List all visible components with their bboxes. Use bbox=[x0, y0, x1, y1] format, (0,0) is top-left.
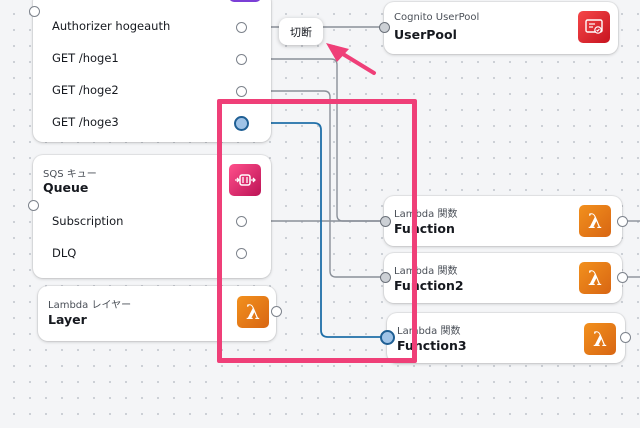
dlq-output-port[interactable] bbox=[236, 248, 247, 259]
function-card-title: Function bbox=[394, 221, 455, 236]
pointer-arrow-icon bbox=[326, 43, 376, 75]
sqs-card-title: Queue bbox=[43, 180, 89, 195]
lambda-icon: λ bbox=[579, 262, 611, 294]
api-row-get-hoge3: GET /hoge3 bbox=[52, 115, 119, 129]
function3-input-port[interactable] bbox=[380, 330, 395, 345]
function3-output-port[interactable] bbox=[620, 332, 631, 343]
function2-card-type: Lambda 関数 bbox=[394, 266, 458, 277]
function-card-type: Lambda 関数 bbox=[394, 209, 458, 220]
lambda-function-card-1[interactable]: Lambda 関数 Function λ bbox=[384, 196, 622, 246]
lambda-icon: λ bbox=[584, 323, 616, 355]
function-input-port[interactable] bbox=[380, 216, 391, 227]
sqs-input-port[interactable] bbox=[28, 200, 39, 211]
highlight-box bbox=[217, 99, 417, 363]
hoge2-output-port[interactable] bbox=[236, 86, 247, 97]
api-row-authorizer: Authorizer hogeauth bbox=[52, 19, 171, 33]
cognito-userpool-icon bbox=[578, 11, 610, 43]
api-card-icon bbox=[229, 0, 261, 2]
lambda-icon: λ bbox=[237, 296, 269, 328]
wire-hoge3-function3-selected[interactable] bbox=[242, 122, 386, 338]
layer-card-title: Layer bbox=[48, 312, 87, 327]
layer-card-type: Lambda レイヤー bbox=[48, 300, 132, 311]
lambda-layer-card[interactable]: Lambda レイヤー Layer λ bbox=[38, 286, 276, 341]
wire-hoge2-function2[interactable] bbox=[242, 90, 386, 278]
api-card-input-port[interactable] bbox=[29, 6, 40, 17]
cognito-userpool-card[interactable]: Cognito UserPool UserPool bbox=[384, 2, 618, 54]
sqs-card-type: SQS キュー bbox=[43, 169, 97, 180]
disconnect-button[interactable]: 切断 bbox=[279, 18, 323, 45]
function-output-port[interactable] bbox=[617, 216, 628, 227]
authorizer-output-port[interactable] bbox=[236, 22, 247, 33]
api-row-get-hoge2: GET /hoge2 bbox=[52, 83, 119, 97]
function2-input-port[interactable] bbox=[380, 272, 391, 283]
hoge3-output-port[interactable] bbox=[234, 116, 249, 131]
api-card[interactable]: Authorizer hogeauth GET /hoge1 GET /hoge… bbox=[33, 0, 271, 142]
layer-output-port[interactable] bbox=[271, 306, 282, 317]
hoge1-output-port[interactable] bbox=[236, 54, 247, 65]
function2-card-title: Function2 bbox=[394, 278, 464, 293]
function3-card-type: Lambda 関数 bbox=[397, 326, 461, 337]
sqs-queue-icon bbox=[229, 164, 261, 196]
sqs-row-subscription: Subscription bbox=[52, 214, 124, 228]
function2-output-port[interactable] bbox=[617, 272, 628, 283]
api-row-get-hoge1: GET /hoge1 bbox=[52, 51, 119, 65]
lambda-icon: λ bbox=[579, 205, 611, 237]
lambda-function-card-3[interactable]: Lambda 関数 Function3 λ bbox=[387, 313, 625, 363]
sqs-queue-card[interactable]: SQS キュー Queue Subscription DLQ bbox=[33, 155, 271, 278]
subscription-output-port[interactable] bbox=[236, 216, 247, 227]
cognito-card-title: UserPool bbox=[394, 27, 457, 42]
lambda-function-card-2[interactable]: Lambda 関数 Function2 λ bbox=[384, 253, 622, 303]
sqs-row-dlq: DLQ bbox=[52, 246, 77, 260]
cognito-input-port[interactable] bbox=[379, 22, 390, 33]
cognito-card-type: Cognito UserPool bbox=[394, 12, 480, 23]
